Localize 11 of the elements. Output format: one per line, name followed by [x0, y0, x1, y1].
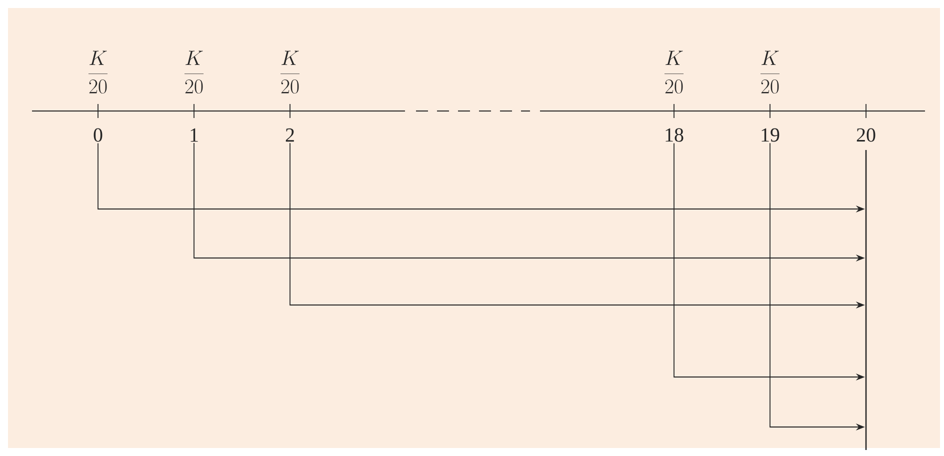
tick-label: 2 — [286, 128, 294, 142]
fraction-label: $\frac{K}{20}$ — [280, 50, 300, 94]
fraction-label: $\frac{K}{20}$ — [760, 50, 780, 94]
tick-label: 0 — [94, 128, 102, 142]
tick-label: 20 — [856, 128, 876, 142]
tick-label: 19 — [762, 128, 780, 142]
tick-label: 18 — [666, 128, 684, 142]
tick-label: 1 — [190, 128, 198, 142]
fraction-label: $\frac{K}{20}$ — [664, 50, 684, 94]
fraction-label: $\frac{K}{20}$ — [184, 50, 204, 94]
fraction-label: $\frac{K}{20}$ — [88, 50, 108, 94]
